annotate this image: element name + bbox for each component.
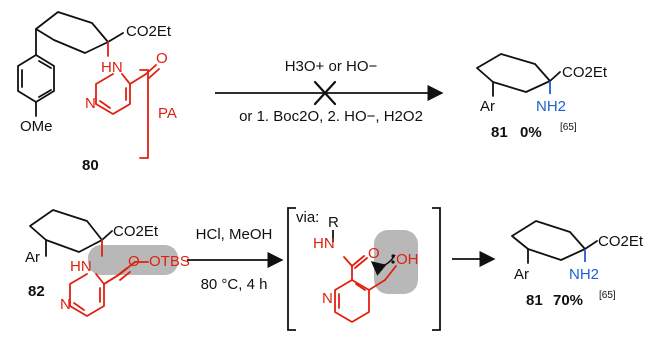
product-81-bottom-yield: 70% [553,292,583,309]
intermediate-nh-label: HN [313,235,335,252]
compound-80-number: 80 [82,157,99,174]
intermediate-via-label: via: [296,209,319,226]
product-81-bottom-amine-label: NH2 [569,266,599,283]
compound-82-number: 82 [28,283,45,300]
intermediate-structure [334,255,397,323]
intermediate-r-label: R [328,214,339,231]
intermediate-left-bracket [287,207,296,331]
product-81-top-number: 81 [491,124,508,141]
product-81-bottom-number: 81 [526,292,543,309]
product-81-top-amine-label: NH2 [536,98,566,115]
compound-82-nh-label: HN [70,258,92,275]
product-81-bottom-reference: [65] [599,290,616,301]
otbs-highlight [88,245,178,275]
intermediate-pyridine-n-label: N [322,290,333,307]
compound-80-amide [95,41,160,159]
compound-82-aryl-label: Ar [25,249,40,266]
product-81-top-yield: 0% [520,124,542,141]
protecting-group-pa-label: PA [158,105,177,122]
compound-80-pyridine-n-label: N [85,95,96,112]
compound-82-ester-label: CO2Et [113,223,159,240]
hydroxyl-highlight [374,230,418,294]
product-81-top-ester-label: CO2Et [562,64,608,81]
product-81-bottom-aryl-label: Ar [514,266,529,283]
product-81-top-reference: [65] [560,122,577,133]
lone-pair-dot-1 [391,254,395,258]
lone-pair-dot-2 [391,260,395,264]
intermediate-carbonyl-o-label: O [368,245,380,262]
compound-82-otbs-chain [103,261,149,285]
reaction-2-conditions-bottom: 80 °C, 4 h [201,276,268,293]
compound-80-methoxy-label: OMe [20,118,53,135]
compound-80-carbonyl-o-label: O [156,50,168,67]
compound-82-otbs-label: OTBS [149,253,190,270]
intermediate-right-bracket [432,207,441,331]
compound-82-pyridine-n-label: N [60,296,71,313]
intermediate-oh-label: OH [396,251,419,268]
reaction-2-conditions-top: HCl, MeOH [196,226,273,243]
product-81-top-structure [476,53,561,97]
product-81-bottom-ester-label: CO2Et [598,233,644,250]
reaction-1-conditions-top: H3O+ or HO− [285,58,378,75]
compound-80-ester-label: CO2Et [126,23,172,40]
compound-80-nh-label: HN [101,59,123,76]
compound-82-carbonyl-o-label: O [128,253,140,270]
reaction-1-conditions-bottom: or 1. Boc2O, 2. HO−, H2O2 [239,108,423,125]
failed-reaction-cross [313,80,337,106]
product-81-top-aryl-label: Ar [480,98,495,115]
